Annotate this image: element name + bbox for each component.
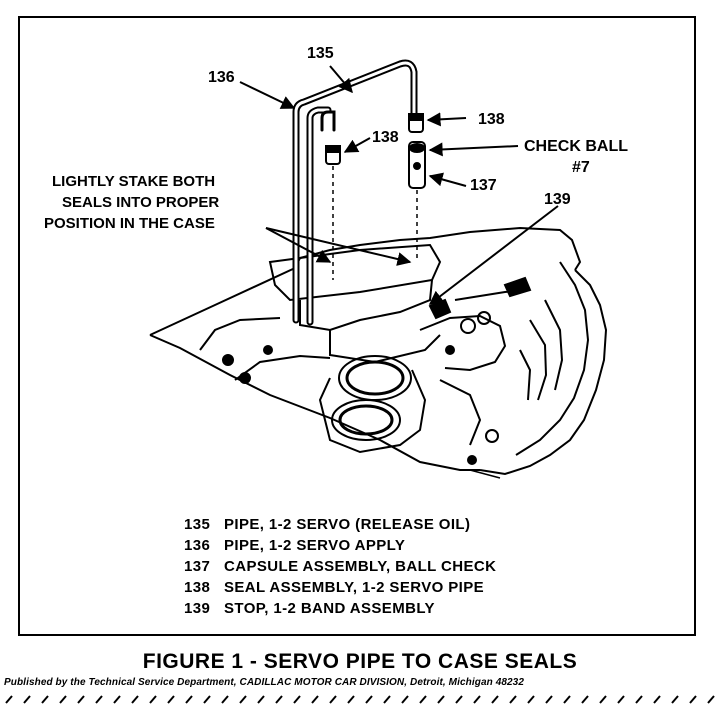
legend-row: 138 SEAL ASSEMBLY, 1-2 SERVO PIPE bbox=[184, 577, 496, 598]
note-line-2: SEALS INTO PROPER bbox=[62, 194, 219, 211]
callout-135: 135 bbox=[307, 45, 334, 62]
legend-number: 135 bbox=[184, 516, 211, 533]
parts-legend: 135 PIPE, 1-2 SERVO (RELEASE OIL) 136 PIPE… bbox=[184, 514, 496, 619]
callout-137: 137 bbox=[470, 177, 497, 194]
legend-row: 135 PIPE, 1-2 SERVO (RELEASE OIL) bbox=[184, 514, 496, 535]
assembly-lines bbox=[332, 166, 418, 280]
legend-text: PIPE, 1-2 SERVO APPLY bbox=[224, 537, 406, 554]
legend-row: 136 PIPE, 1-2 SERVO APPLY bbox=[184, 535, 496, 556]
legend-row: 137 CAPSULE ASSEMBLY, BALL CHECK bbox=[184, 556, 496, 577]
legend-text: PIPE, 1-2 SERVO (RELEASE OIL) bbox=[224, 516, 471, 533]
servo-pipes bbox=[292, 59, 418, 326]
seal-assemblies bbox=[325, 113, 424, 165]
note-line-1: LIGHTLY STAKE BOTH bbox=[52, 173, 215, 190]
legend-text: CAPSULE ASSEMBLY, BALL CHECK bbox=[224, 558, 497, 575]
callout-136: 136 bbox=[208, 69, 235, 86]
note-line-3: POSITION IN THE CASE bbox=[44, 215, 215, 232]
legend-number: 139 bbox=[184, 600, 211, 617]
pointer-lines bbox=[239, 65, 559, 305]
transmission-case bbox=[149, 226, 608, 479]
legend-text: STOP, 1-2 BAND ASSEMBLY bbox=[224, 600, 435, 617]
publisher-line: Published by the Technical Service Depar… bbox=[4, 677, 525, 688]
callout-138-left: 138 bbox=[372, 129, 399, 146]
callout-138-right: 138 bbox=[478, 111, 505, 128]
legend-number: 137 bbox=[184, 558, 211, 575]
figure-frame bbox=[18, 16, 696, 636]
callout-check-ball: CHECK BALL bbox=[524, 138, 628, 155]
figure-caption: FIGURE 1 - SERVO PIPE TO CASE SEALS bbox=[142, 650, 578, 673]
callout-check-ball-number: #7 bbox=[572, 159, 590, 176]
page-edge-marks bbox=[5, 695, 715, 704]
legend-text: SEAL ASSEMBLY, 1-2 SERVO PIPE bbox=[224, 579, 485, 596]
check-ball-capsule bbox=[408, 141, 426, 189]
legend-number: 136 bbox=[184, 537, 211, 554]
legend-number: 138 bbox=[184, 579, 211, 596]
legend-row: 139 STOP, 1-2 BAND ASSEMBLY bbox=[184, 598, 496, 619]
callout-139: 139 bbox=[544, 191, 571, 208]
